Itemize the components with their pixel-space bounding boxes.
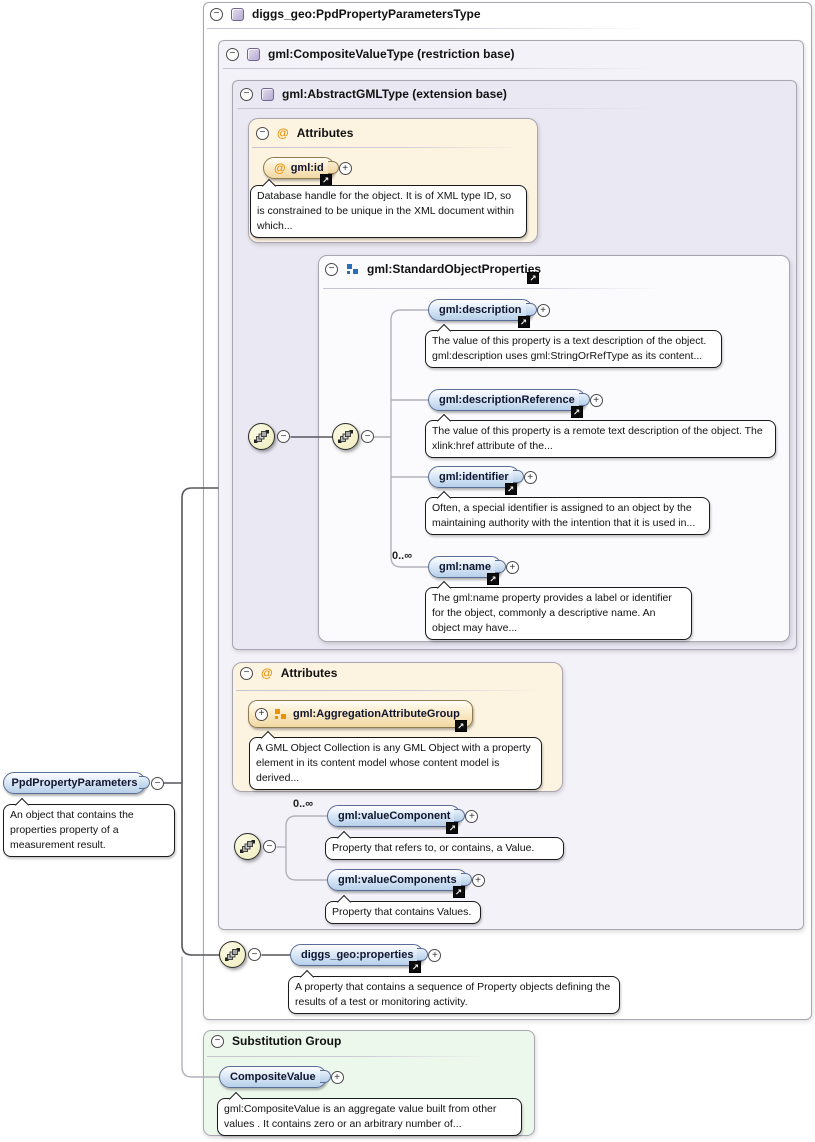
expand-icon[interactable]: +	[338, 162, 352, 175]
attribute-at-icon: @	[261, 666, 273, 680]
collapse-icon[interactable]: −	[248, 948, 261, 961]
gml-description-element[interactable]: gml:description + ↗	[428, 299, 550, 328]
divider	[207, 1056, 490, 1057]
jump-to-definition-icon[interactable]: ↗	[452, 886, 465, 898]
divider	[223, 68, 660, 69]
gml-identifier-label: gml:identifier	[439, 471, 509, 483]
collapse-icon[interactable]: −	[210, 7, 223, 21]
composite-value-label: CompositeValue	[230, 1071, 316, 1083]
jump-to-definition-icon[interactable]: ↗	[527, 272, 539, 284]
gml-description-reference-label: gml:descriptionReference	[439, 394, 575, 406]
gml-description-reference-doc: The value of this property is a remote t…	[425, 420, 776, 458]
jump-to-definition-icon[interactable]: ↗	[486, 573, 499, 585]
divider	[236, 690, 541, 691]
aggregation-attribute-group[interactable]: + gml:AggregationAttributeGroup ↗	[248, 700, 473, 732]
attribute-at-icon: @	[277, 126, 289, 140]
sequence-icon	[332, 423, 359, 450]
jump-to-definition-icon[interactable]: ↗	[504, 483, 517, 495]
expand-icon[interactable]: +	[428, 949, 442, 962]
gml-id-doc: Database handle for the object. It is of…	[250, 185, 527, 238]
root-type-title: diggs_geo:PpdPropertyParametersType	[252, 7, 481, 21]
ppd-property-parameters-doc: An object that contains the properties p…	[3, 804, 175, 857]
root-type-header: − diggs_geo:PpdPropertyParametersType	[210, 7, 481, 21]
composite-value-type-title: gml:CompositeValueType (restriction base…	[268, 47, 515, 61]
aggregation-attribute-group-label: gml:AggregationAttributeGroup	[293, 708, 460, 720]
composite-value-element[interactable]: CompositeValue +	[219, 1066, 344, 1088]
abstract-gml-type-header: − gml:AbstractGMLType (extension base)	[240, 87, 507, 101]
collapse-icon[interactable]: −	[325, 262, 338, 276]
expand-icon[interactable]: +	[255, 707, 268, 721]
complex-type-icon	[231, 7, 244, 21]
collapse-icon[interactable]: −	[263, 840, 276, 853]
gml-value-component-label: gml:valueComponent	[338, 810, 451, 822]
collapse-icon[interactable]: −	[256, 126, 269, 140]
gml-description-label: gml:description	[439, 304, 522, 316]
complex-type-icon	[247, 47, 260, 61]
standard-object-properties-header: − gml:StandardObjectProperties	[325, 262, 541, 276]
abstract-gml-type-title: gml:AbstractGMLType (extension base)	[282, 87, 507, 101]
gml-id-attribute[interactable]: @ gml:id + ↗	[263, 157, 352, 186]
sequence-icon	[219, 941, 246, 968]
gml-value-component-doc: Property that refers to, or contains, a …	[325, 837, 564, 860]
gml-value-components-label: gml:valueComponents	[338, 874, 457, 886]
jump-to-definition-icon[interactable]: ↗	[446, 822, 459, 834]
diggs-geo-properties-doc: A property that contains a sequence of P…	[288, 976, 620, 1014]
jump-to-definition-icon[interactable]: ↗	[454, 720, 467, 732]
divider	[323, 288, 663, 289]
expand-icon[interactable]: +	[465, 810, 479, 823]
aggregation-attributes-header: − @ Attributes	[240, 666, 337, 680]
gml-attributes-title: Attributes	[296, 126, 354, 140]
substitution-group-title: Substitution Group	[232, 1034, 342, 1048]
collapse-icon[interactable]: −	[240, 666, 253, 680]
composite-value-type-header: − gml:CompositeValueType (restriction ba…	[226, 47, 515, 61]
complex-type-icon	[261, 87, 274, 101]
attribute-at-icon: @	[274, 161, 286, 175]
model-group-icon	[347, 263, 358, 274]
expand-icon[interactable]: +	[505, 561, 519, 574]
collapse-icon[interactable]: −	[151, 777, 164, 790]
divider	[207, 28, 655, 29]
collapse-icon[interactable]: −	[211, 1034, 224, 1048]
collapse-icon[interactable]: −	[361, 430, 374, 443]
expand-icon[interactable]: +	[536, 304, 550, 317]
ppd-property-parameters-label: PpdPropertyParameters	[11, 777, 138, 789]
gml-value-components-doc: Property that contains Values.	[325, 901, 481, 924]
diggs-geo-properties-element[interactable]: diggs_geo:properties + ↗	[290, 944, 442, 973]
standard-object-properties-title: gml:StandardObjectProperties	[367, 262, 542, 276]
expand-icon[interactable]: +	[330, 1071, 344, 1084]
gml-identifier-element[interactable]: gml:identifier + ↗	[428, 466, 537, 495]
jump-to-definition-icon[interactable]: ↗	[409, 961, 422, 973]
divider	[237, 108, 657, 109]
composite-value-doc: gml:CompositeValue is an aggregate value…	[217, 1098, 522, 1136]
diggs-geo-properties-label: diggs_geo:properties	[301, 949, 414, 961]
collapse-icon[interactable]: −	[277, 430, 290, 443]
gml-value-component-element[interactable]: gml:valueComponent + ↗	[327, 805, 479, 834]
gml-identifier-doc: Often, a special identifier is assigned …	[425, 497, 710, 535]
collapse-icon[interactable]: −	[240, 87, 253, 101]
gml-attributes-header: − @ Attributes	[256, 126, 353, 140]
jump-to-definition-icon[interactable]: ↗	[570, 406, 583, 418]
sequence-icon	[234, 833, 261, 860]
sequence-icon	[248, 423, 275, 450]
aggregation-attribute-group-doc: A GML Object Collection is any GML Objec…	[249, 737, 542, 790]
jump-to-definition-icon[interactable]: ↗	[517, 316, 530, 328]
gml-name-doc: The gml:name property provides a label o…	[425, 587, 692, 640]
gml-value-components-element[interactable]: gml:valueComponents + ↗	[327, 869, 485, 898]
gml-id-label: gml:id	[290, 162, 324, 174]
gml-description-reference-element[interactable]: gml:descriptionReference + ↗	[428, 389, 603, 418]
gml-name-cardinality: 0..∞	[392, 550, 413, 562]
attribute-group-icon	[275, 708, 286, 719]
gml-name-element[interactable]: gml:name + ↗	[428, 556, 519, 585]
gml-name-label: gml:name	[439, 561, 491, 573]
value-component-cardinality: 0..∞	[293, 798, 314, 810]
expand-icon[interactable]: +	[471, 874, 485, 887]
ppd-property-parameters-element[interactable]: PpdPropertyParameters −	[3, 772, 164, 794]
aggregation-attributes-title: Attributes	[280, 666, 338, 680]
expand-icon[interactable]: +	[589, 394, 603, 407]
gml-description-doc: The value of this property is a text des…	[425, 330, 722, 368]
expand-icon[interactable]: +	[523, 471, 537, 484]
divider	[252, 147, 520, 148]
collapse-icon[interactable]: −	[226, 47, 239, 61]
substitution-group-header: − Substitution Group	[211, 1034, 341, 1048]
